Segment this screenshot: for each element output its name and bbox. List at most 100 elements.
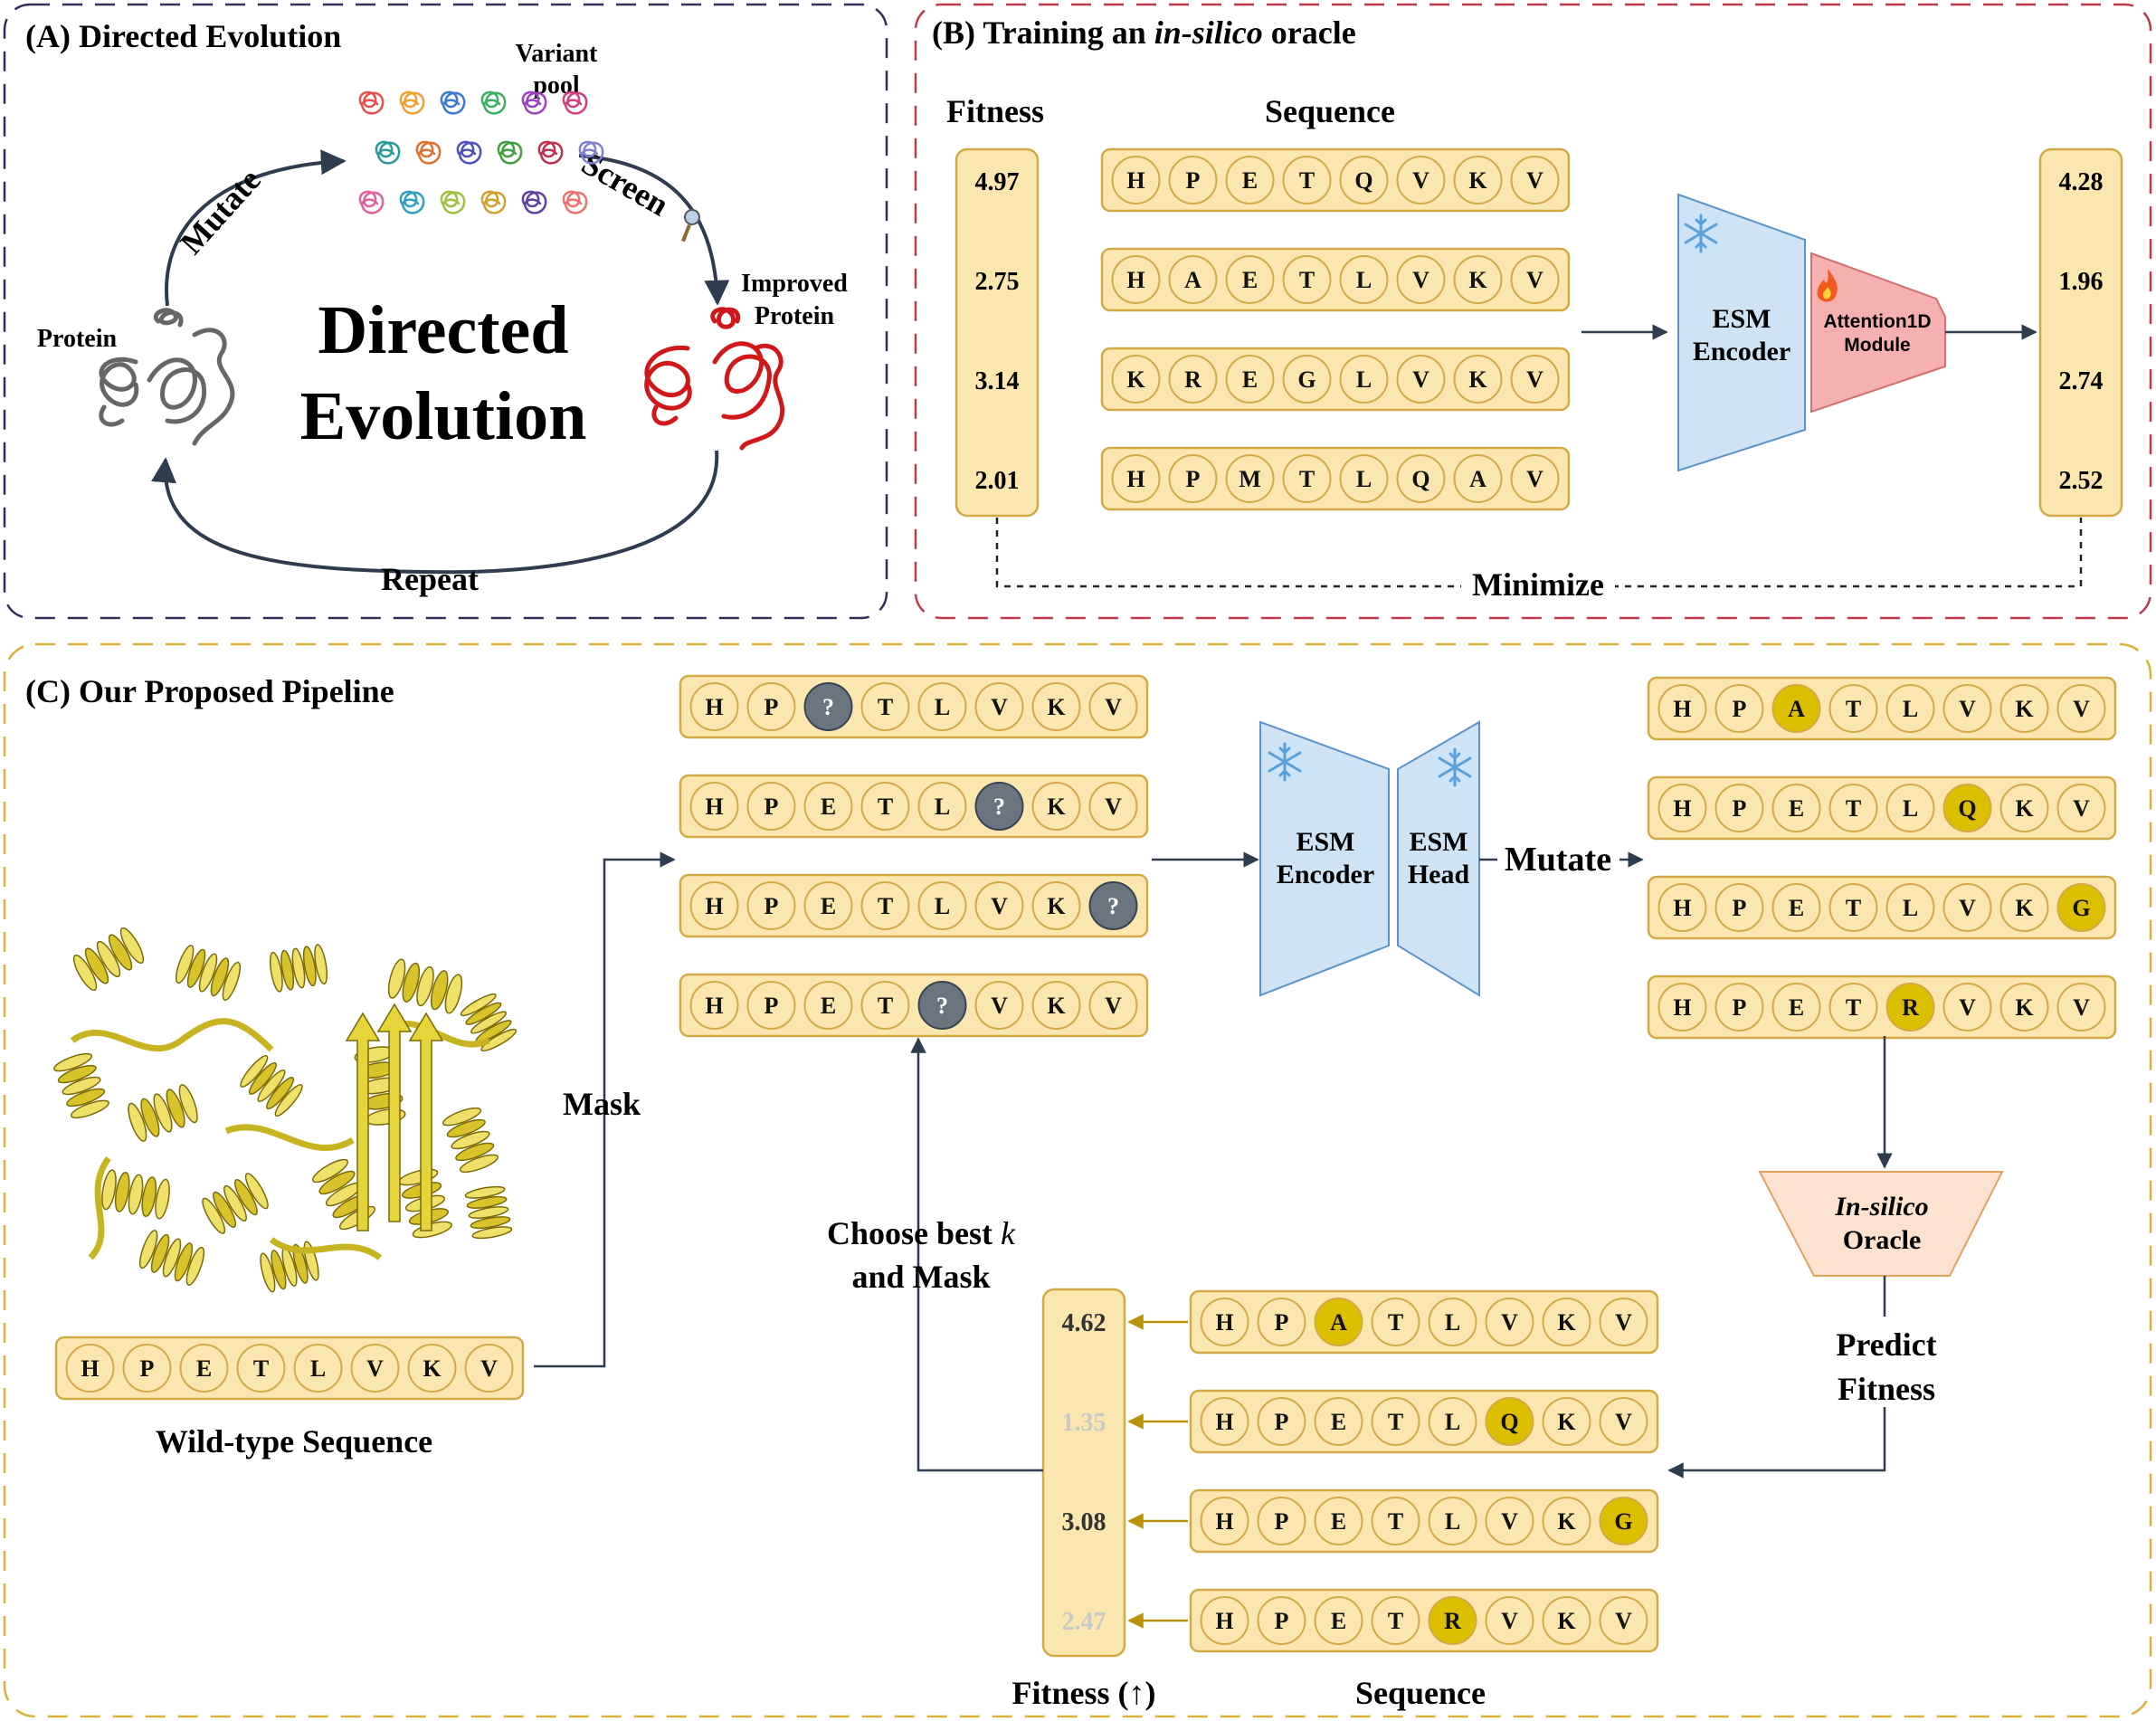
variant-protein xyxy=(537,140,564,165)
helix xyxy=(175,945,242,1001)
screen-arrow xyxy=(578,154,730,306)
panel-c-border xyxy=(3,642,2152,1718)
residue-letter: L xyxy=(1445,1409,1460,1435)
esm-head-block xyxy=(1397,720,1480,997)
residue-letter: E xyxy=(1789,895,1804,921)
residue xyxy=(1339,156,1389,204)
residue xyxy=(1771,883,1821,932)
residue xyxy=(464,1344,514,1393)
residue xyxy=(1453,355,1503,404)
masked-sequence xyxy=(679,674,1149,739)
residue-letter: V xyxy=(1501,1508,1518,1535)
mutated-sequence xyxy=(1647,775,2117,841)
residue xyxy=(1485,1298,1534,1346)
helix xyxy=(128,1084,198,1142)
residue xyxy=(1714,983,1764,1032)
variant-protein xyxy=(497,140,523,165)
variant-protein xyxy=(440,90,466,115)
residue xyxy=(803,782,853,831)
residue-letter: T xyxy=(1846,795,1861,822)
residue xyxy=(1453,454,1503,503)
residue-letter: T xyxy=(1299,466,1315,492)
loop xyxy=(88,1155,111,1260)
residue xyxy=(1282,156,1332,204)
residue-letter: P xyxy=(765,694,779,720)
residue xyxy=(1339,255,1389,304)
residue xyxy=(1257,1298,1306,1346)
residue xyxy=(1885,883,1935,932)
residue xyxy=(860,782,910,831)
predict-label-1: Predict xyxy=(1836,1326,1936,1363)
mask-label: Mask xyxy=(563,1086,641,1122)
residue xyxy=(1339,454,1389,503)
residue-letter: P xyxy=(1186,167,1201,194)
residue xyxy=(1225,355,1275,404)
helix xyxy=(269,944,328,993)
residue-letter: V xyxy=(1412,366,1429,393)
residue xyxy=(746,881,796,930)
residue-letter: V xyxy=(1501,1309,1518,1336)
residue-letter: L xyxy=(310,1355,326,1382)
variant-protein xyxy=(415,140,442,165)
residue-letter: ? xyxy=(936,993,948,1019)
residue xyxy=(1828,784,1878,832)
improved-protein-icon xyxy=(644,307,785,451)
variant-pool-label-2: pool xyxy=(533,71,580,100)
residue xyxy=(1371,1596,1420,1645)
residue-letter: V xyxy=(2073,696,2090,722)
residue-letter: H xyxy=(1126,466,1144,492)
scored-sequence xyxy=(1189,1389,1659,1454)
scored-fitness-value: 1.35 xyxy=(1062,1409,1106,1437)
variant-protein xyxy=(358,190,385,214)
fitness-value: 3.14 xyxy=(975,367,1020,395)
residue xyxy=(1885,983,1935,1032)
residue xyxy=(1168,454,1218,503)
residue xyxy=(1031,981,1081,1030)
residue-letter: P xyxy=(765,993,779,1019)
residue xyxy=(1282,454,1332,503)
residue xyxy=(2056,784,2106,832)
residue-letter: T xyxy=(1299,167,1315,194)
residue-letter: K xyxy=(2015,895,2034,921)
protein-structure-image xyxy=(53,927,518,1293)
scored-sequence xyxy=(1189,1588,1659,1653)
center-title-2: Evolution xyxy=(300,378,587,454)
sequence-axis-label: Sequence xyxy=(1355,1675,1486,1711)
residue-letter: L xyxy=(1356,466,1372,492)
magnifier-icon xyxy=(681,209,700,242)
residue xyxy=(1257,1596,1306,1645)
residue xyxy=(1510,454,1560,503)
protein-label: Protein xyxy=(37,325,118,353)
residue-letter: T xyxy=(1846,994,1861,1021)
helix xyxy=(72,927,145,992)
mutated-sequence xyxy=(1647,676,2117,741)
residue xyxy=(1031,881,1081,930)
scored-sequence xyxy=(1189,1289,1659,1355)
mutate-arrow xyxy=(165,149,347,307)
residue-letter: G xyxy=(1614,1508,1632,1535)
masked-residue xyxy=(917,981,967,1030)
residue xyxy=(122,1344,172,1393)
residue xyxy=(1942,684,1992,733)
residue xyxy=(1111,454,1161,503)
residue-letter: H xyxy=(1215,1409,1233,1435)
mutate-c-label: Mutate xyxy=(1505,841,1611,879)
residue-letter: V xyxy=(1526,366,1543,393)
mutate-label: Mutate xyxy=(173,162,268,261)
residue xyxy=(1428,1397,1477,1446)
residue xyxy=(1542,1298,1591,1346)
minimize-label: Minimize xyxy=(1472,566,1604,603)
residue xyxy=(1088,782,1138,831)
oracle-to-scored-arrow xyxy=(1669,1276,1886,1470)
residue xyxy=(1396,355,1446,404)
residue-letter: T xyxy=(878,893,893,919)
residue xyxy=(1999,784,2049,832)
residue xyxy=(860,981,910,1030)
helix xyxy=(460,993,518,1052)
residue-letter: E xyxy=(821,993,836,1019)
variant-protein xyxy=(480,190,507,214)
residue-letter: P xyxy=(140,1355,155,1382)
choose-label-2: and Mask xyxy=(851,1259,990,1295)
residue xyxy=(1314,1497,1363,1545)
residue xyxy=(1453,156,1503,204)
